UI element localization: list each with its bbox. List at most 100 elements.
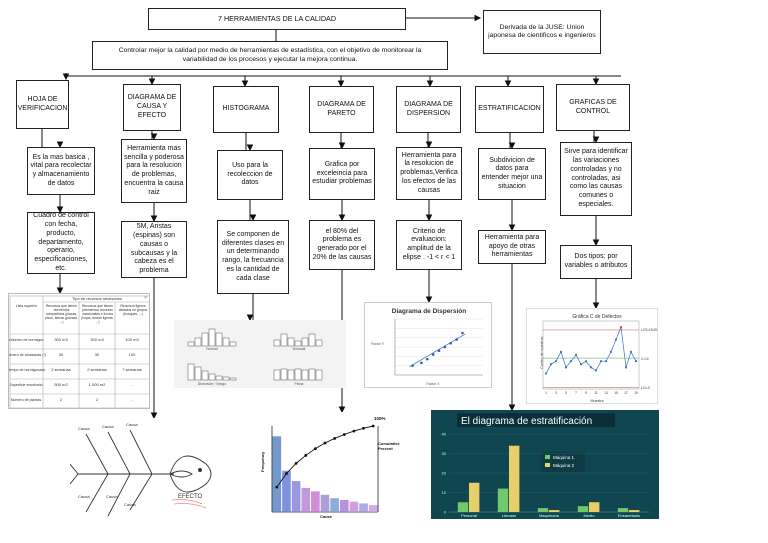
arrow-head — [150, 133, 158, 141]
control-tick-label: 17 — [624, 391, 628, 395]
desc-text: Uso para la recoleccion de datos — [227, 161, 273, 187]
table-cell: 30 — [59, 352, 64, 357]
tool-header-hoja: HOJA DE VERIFICACION — [16, 80, 69, 129]
tool-desc2-histograma: Se componen de diferentes clases en un d… — [217, 220, 289, 294]
pareto-point — [323, 441, 327, 445]
histogram-bar — [308, 333, 316, 347]
legend-swatch — [545, 455, 550, 459]
strat-category-label: Llenado — [502, 513, 517, 518]
histogram-bar — [187, 341, 195, 347]
histogram-bar — [280, 333, 288, 347]
histogram-bar — [208, 373, 216, 381]
tool-header-estratificacion: ESTRATIFICACION — [475, 86, 544, 133]
stratification-panel: El diagrama de estratificación Máquina 1… — [431, 410, 659, 519]
control-point — [629, 350, 633, 354]
pareto-bar — [311, 491, 320, 512]
table-cell: 30 — [95, 352, 100, 357]
table-cell: 100 — [129, 352, 136, 357]
scatter-point — [461, 331, 464, 335]
control-ylabel: Conteo de muestras — [540, 336, 544, 369]
arrow-head — [592, 302, 600, 310]
effect-label: EFECTO — [178, 494, 203, 500]
pareto-svg: 100% Frequency Cause Cumulative Percent — [260, 416, 400, 519]
control-tick-label: 11 — [594, 391, 598, 395]
control-point — [589, 366, 593, 369]
objective-text: Controlar mejor la calidad por medio de … — [118, 47, 422, 63]
tool-desc1-causa-efecto: Herramienta mas sencilla y poderosa para… — [121, 139, 187, 203]
control-point — [564, 366, 568, 369]
control-point — [569, 360, 573, 363]
arrow-head — [508, 142, 516, 150]
desc-text: Cuadro de control con fecha, producto, d… — [33, 212, 89, 272]
control-tick-label: 1 — [545, 391, 547, 395]
histogram-bar — [194, 337, 202, 347]
histogram-svg: Normal Bimodal Distorsión / Sesgo Plana — [187, 328, 323, 386]
tool-name: DIAGRAMA DE DISPERSION — [404, 100, 453, 117]
pareto-point — [352, 429, 356, 433]
cause-label: Causa — [78, 426, 90, 431]
pareto-point — [333, 437, 337, 440]
desc-text: Es la mas basica , vital para recolectar… — [30, 153, 92, 187]
stratification-svg: El diagrama de estratificación Máquina 1… — [442, 413, 649, 518]
histogram-bar — [201, 332, 209, 347]
histogram-bar — [187, 363, 195, 381]
scatter-point — [425, 357, 429, 361]
pareto-point — [362, 426, 365, 430]
arrow-head — [56, 141, 64, 149]
tool-desc2-control: Dos tipos: por variables o atributos — [560, 245, 632, 279]
control-point — [619, 326, 623, 329]
strat-bar — [457, 502, 469, 512]
scatter-point — [437, 349, 441, 353]
scatter-xlabel: Factor X — [426, 382, 440, 386]
control-point — [549, 363, 553, 366]
control-point — [574, 353, 578, 357]
table-cell: 7 semanas — [122, 367, 142, 372]
tool-desc1-estratificacion: Subdivicion de datos para entender mejor… — [478, 148, 546, 200]
ucl-label: LCS=19.09 — [641, 328, 657, 332]
hist-label: Normal — [206, 347, 218, 351]
tool-desc1-histograma: Uso para la recoleccion de datos — [217, 150, 283, 200]
tool-desc1-dispersion: Herramienta para la resolucion de proble… — [396, 147, 462, 200]
scatter-point — [431, 353, 435, 356]
arrow-head — [425, 296, 433, 304]
strat-category-label: Maquinaria — [539, 513, 560, 518]
pareto-bar — [368, 505, 378, 512]
strat-category-label: Medio — [584, 513, 596, 518]
scatter-point — [443, 345, 447, 349]
tool-desc1-hoja: Es la mas basica , vital para recolectar… — [27, 147, 95, 195]
table-cell: Tiempo de hormigonado — [9, 368, 45, 372]
main-title: 7 HERRAMIENTAS DE LA CALIDAD — [217, 14, 337, 24]
strat-tick-label: 30 — [442, 451, 447, 456]
control-chart-panel: Gráfica C de Defectos Muestra Conteo de … — [526, 308, 658, 404]
scatter-point — [455, 338, 458, 341]
scatter-svg: Diagrama de Dispersión Factor X Factor Y — [371, 308, 483, 386]
tool-name: DIAGRAMA DE PARETO — [317, 100, 366, 117]
pareto-point — [371, 424, 375, 428]
control-point — [599, 360, 603, 363]
scatter-title: Diagrama de Dispersión — [392, 308, 466, 315]
histogram-bar — [222, 337, 230, 347]
histogram-bar — [308, 368, 316, 381]
desc-text: Sirve para identificar las variaciones c… — [564, 148, 628, 208]
control-point — [579, 363, 583, 366]
pareto-point — [304, 454, 308, 457]
table-header: Lista superior — [15, 304, 38, 308]
pareto-xlabel: Cause — [320, 514, 333, 519]
pareto-right-label: Cumulative Percent — [378, 442, 400, 451]
arrow-head — [338, 214, 346, 222]
pareto-bar — [301, 487, 311, 512]
tool-header-histograma: HISTOGRAMA — [213, 86, 279, 133]
fishbone-svg: Causa Causa Causa Causa Causa Causa EFEC… — [70, 422, 212, 517]
check-sheet-svg: Tipo de recursos necesarios Lista superi… — [9, 295, 149, 408]
cl-label: C=10 — [641, 357, 649, 361]
cause-label: Causa — [126, 422, 138, 427]
scatter-panel: Diagrama de Dispersión Factor X Factor Y — [364, 302, 492, 388]
pareto-bar — [330, 498, 339, 512]
arrow-head — [246, 144, 254, 152]
desc-text: Se componen de diferentes clases en un d… — [221, 230, 285, 282]
table-cell: 2 semanas — [87, 367, 107, 372]
strat-bar — [589, 502, 600, 512]
histogram-bar — [201, 370, 209, 381]
pareto-bar — [349, 501, 359, 512]
